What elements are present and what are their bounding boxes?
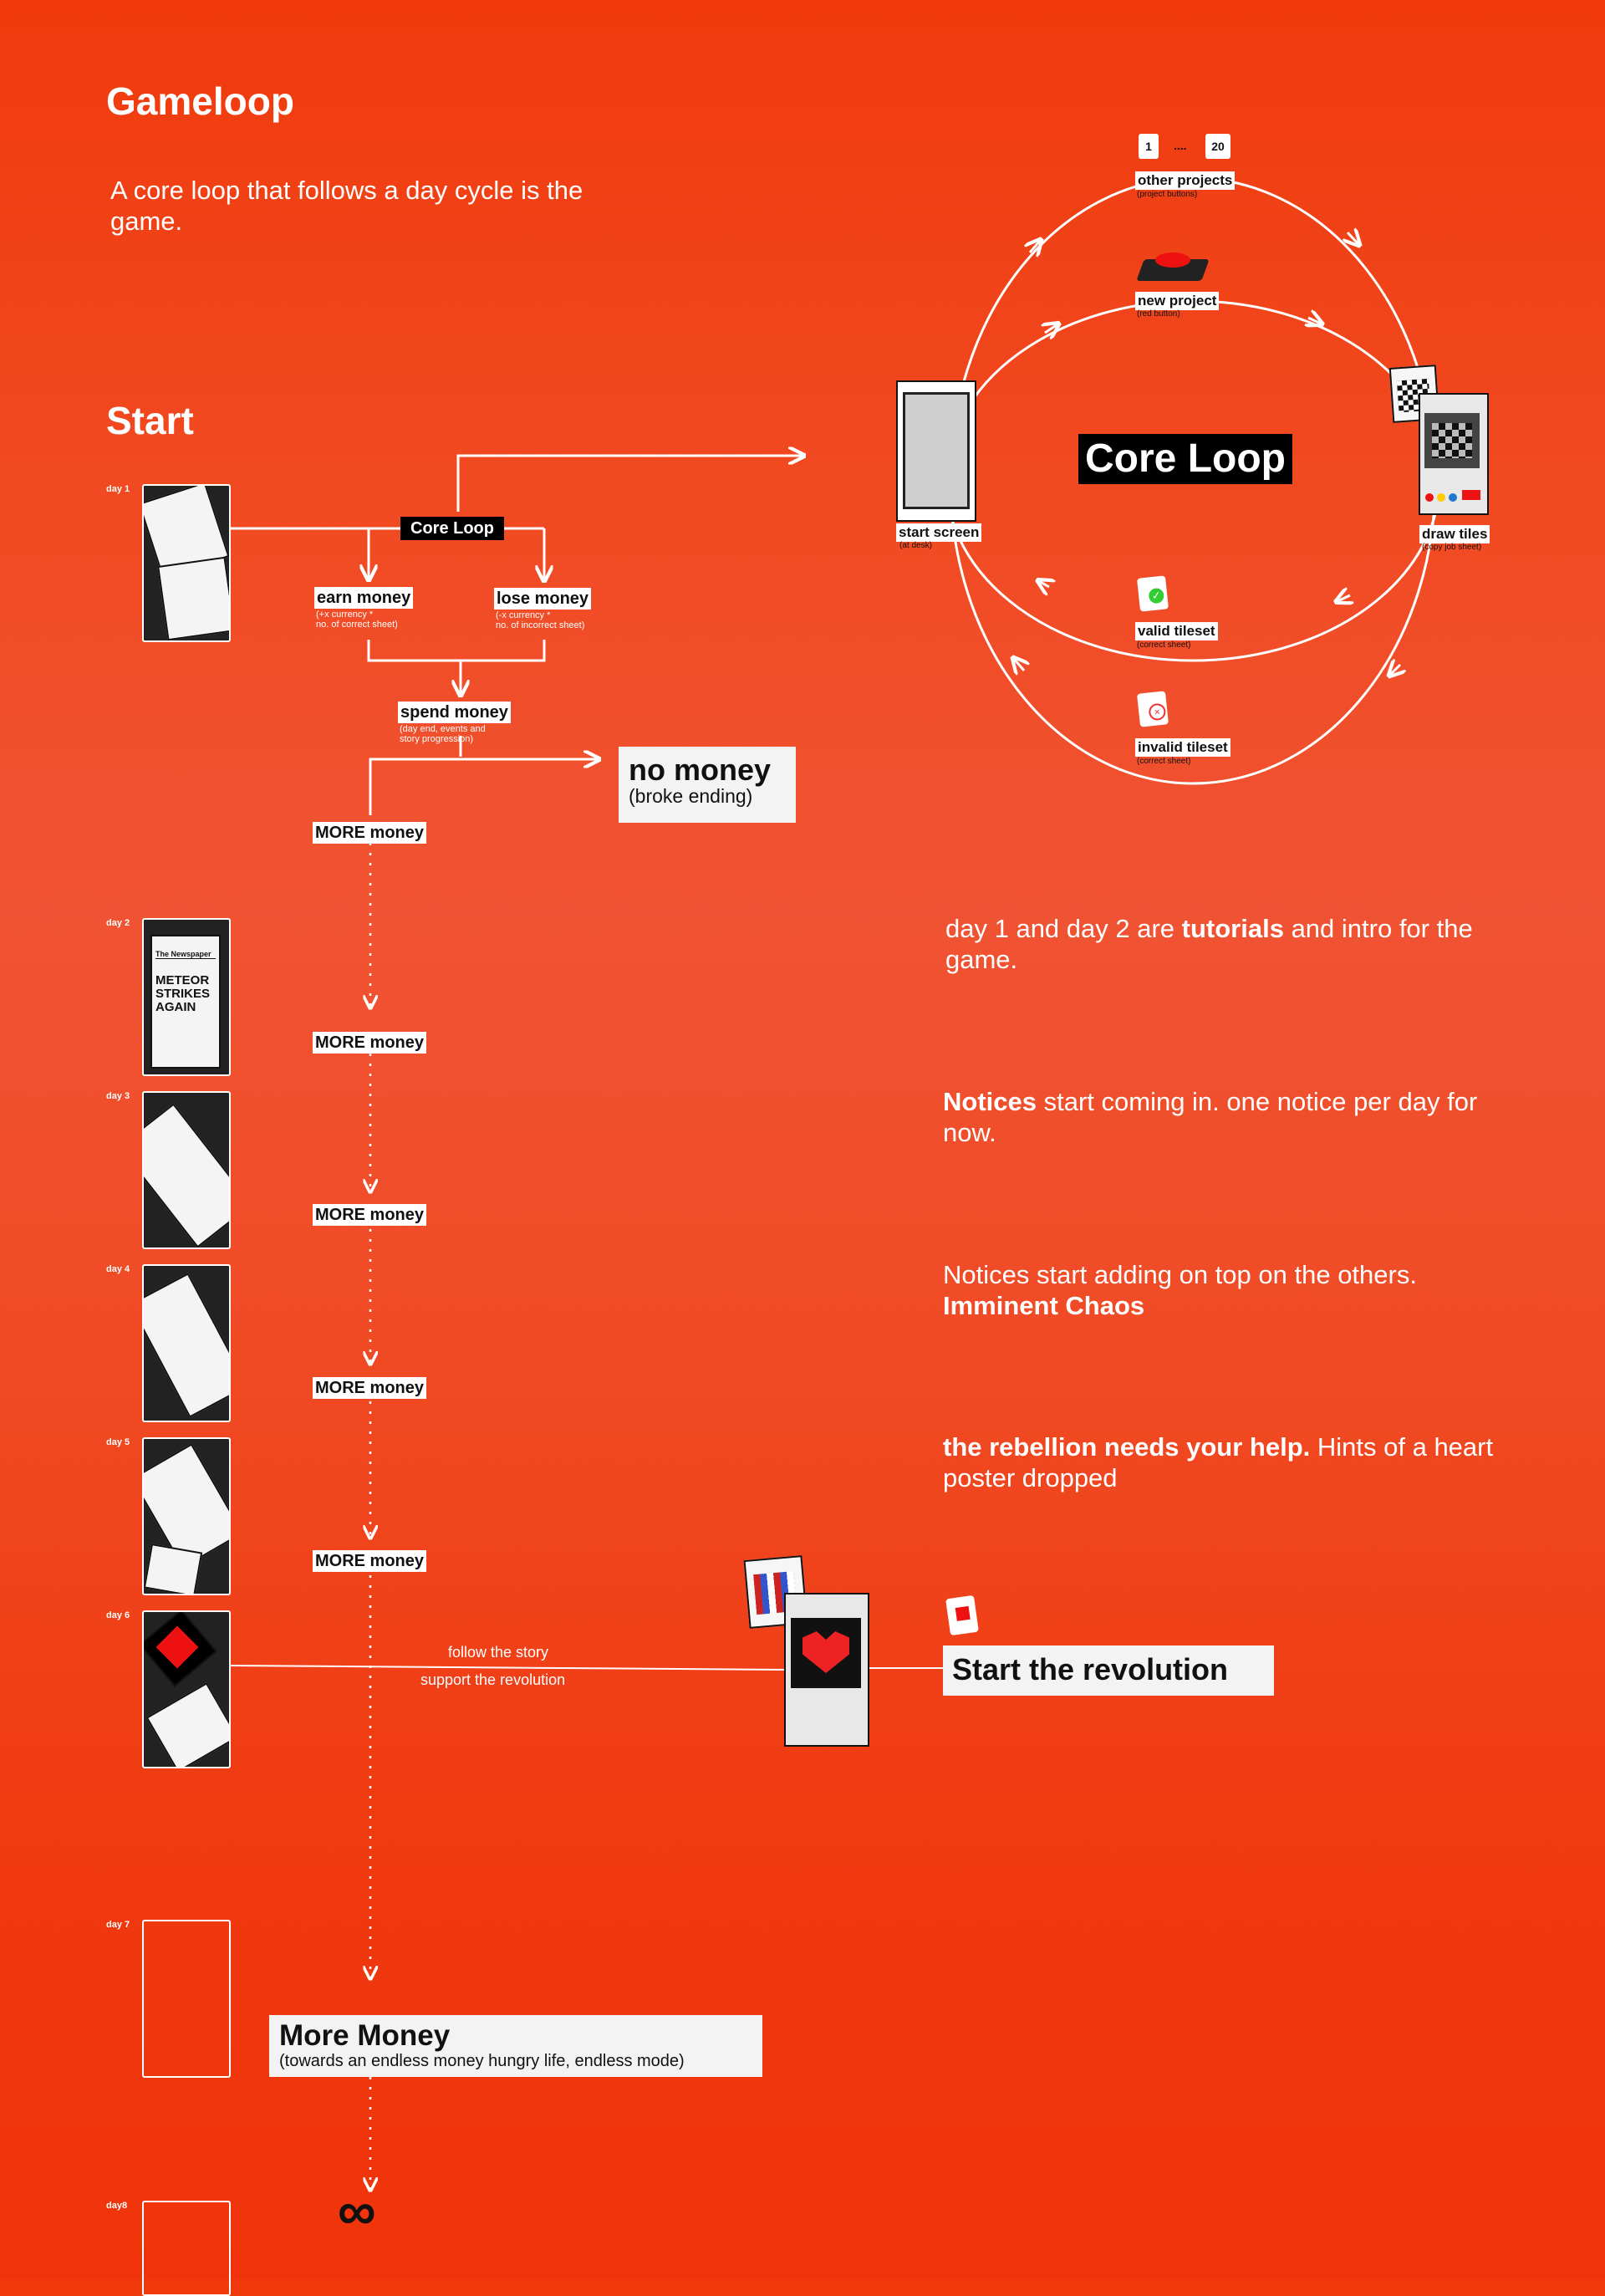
note-tutorials: day 1 and day 2 are tutorials and intro … <box>945 913 1514 975</box>
connector-to-no-money <box>369 759 598 815</box>
more-money-final-note: (towards an endless money hungry life, e… <box>279 2052 685 2070</box>
start-screen-thumbnail <box>896 380 976 522</box>
day-label: day8 <box>106 2201 128 2211</box>
spend-money-label: spend money <box>398 702 511 723</box>
note-notices: Notices start coming in. one notice per … <box>943 1086 1511 1148</box>
connector-to-core-loop <box>456 456 802 512</box>
note-rebellion-post: Hints of a heart poster dropped <box>943 1432 1494 1492</box>
note-chaos: Notices start adding on top on the other… <box>943 1259 1528 1321</box>
draw-tiles-label: draw tiles <box>1419 525 1490 543</box>
new-project-label: new project <box>1135 292 1220 310</box>
support-revolution-label: support the revolution <box>420 1671 566 1688</box>
project-button-last: 20 <box>1205 134 1230 159</box>
day-label: day 4 <box>106 1264 130 1274</box>
note-chaos-bold: Imminent Chaos <box>943 1291 1145 1320</box>
start-screen-sub: (at desk) <box>899 541 932 550</box>
day6-heart-poster-card <box>142 1610 231 1768</box>
draw-tiles-thumbnail <box>1419 393 1489 515</box>
no-money-panel: no money (broke ending) <box>619 747 796 823</box>
spend-money-note: (day end, events and story progression) <box>400 724 486 744</box>
note-chaos-text: Notices start adding on top on the other… <box>943 1260 1417 1289</box>
day2-masthead: The Newspaper <box>155 950 216 959</box>
valid-tileset-label: valid tileset <box>1135 622 1218 640</box>
day-label: day 6 <box>106 1610 130 1620</box>
day-label: day 7 <box>106 1920 130 1930</box>
draw-tiles-sub: (copy job sheet) <box>1422 543 1482 552</box>
core-loop-tag: Core Loop <box>400 517 504 540</box>
lose-money-label: lose money <box>494 588 592 610</box>
day5-newspaper-card <box>142 1437 231 1595</box>
day-label: day 2 <box>106 918 130 928</box>
more-money-label: MORE money <box>313 1032 427 1054</box>
other-projects-label: other projects <box>1135 171 1236 190</box>
earn-money-label: earn money <box>314 587 414 609</box>
more-money-label: MORE money <box>313 1377 427 1399</box>
intro-text: A core loop that follows a day cycle is … <box>110 176 583 236</box>
earn-money-note: (+x currency * no. of correct sheet) <box>316 610 398 630</box>
invalid-cross-icon: × <box>1137 691 1169 727</box>
more-money-final-label: More Money <box>279 2019 451 2052</box>
page-title: Gameloop <box>106 79 294 123</box>
day4-newspaper-card <box>142 1264 231 1422</box>
more-money-label: MORE money <box>313 1204 427 1226</box>
valid-check-icon: ✓ <box>1137 575 1169 612</box>
invalid-tileset-sub: (correct sheet) <box>1137 757 1191 766</box>
connector-day6-revolution <box>230 1665 787 1671</box>
project-button-first: 1 <box>1139 134 1159 159</box>
valid-tileset-sub: (correct sheet) <box>1137 640 1191 650</box>
note-rebellion: the rebellion needs your help. Hints of … <box>943 1431 1495 1493</box>
invalid-tileset-label: invalid tileset <box>1135 738 1230 757</box>
no-money-label: no money <box>629 753 772 787</box>
note-tutorials-post: and intro for the game. <box>945 914 1473 974</box>
more-money-label: MORE money <box>313 822 427 844</box>
day-label: day 5 <box>106 1437 130 1447</box>
new-project-sub: (red button) <box>1137 309 1180 319</box>
note-rebellion-bold: the rebellion needs your help. <box>943 1432 1311 1462</box>
note-notices-post: start coming in. one notice per day for … <box>943 1087 1478 1147</box>
day3-newspaper-card <box>142 1091 231 1249</box>
more-money-label: MORE money <box>313 1550 427 1572</box>
note-tutorials-pre: day 1 and day 2 are <box>945 914 1182 943</box>
no-money-note: (broke ending) <box>629 785 753 807</box>
follow-story-label: follow the story <box>448 1644 549 1661</box>
day7-empty-card <box>142 1920 231 2078</box>
core-loop-title: Core Loop <box>1078 434 1292 484</box>
project-buttons-ellipsis: .... <box>1174 139 1187 152</box>
day-label: day 3 <box>106 1091 130 1101</box>
note-notices-bold: Notices <box>943 1087 1037 1116</box>
day2-headline: METEOR STRIKES AGAIN <box>155 973 211 1014</box>
revolution-drawing-tablet <box>784 1593 869 1747</box>
start-revolution-panel: Start the revolution <box>943 1645 1274 1696</box>
lose-money-note: (-x currency * no. of incorrect sheet) <box>496 610 585 630</box>
note-tutorials-bold: tutorials <box>1181 914 1284 943</box>
red-button-icon <box>1136 249 1210 281</box>
start-heading: Start <box>106 399 194 442</box>
day8-empty-card <box>142 2201 231 2296</box>
day2-newspaper-card: The Newspaper METEOR STRIKES AGAIN <box>142 918 231 1076</box>
other-projects-sub: (project buttons) <box>1137 190 1198 199</box>
connector-merge <box>367 640 546 662</box>
more-money-final-panel: More Money (towards an endless money hun… <box>269 2015 762 2077</box>
infinity-icon: ∞ <box>338 2181 376 2241</box>
day1-newspaper-card <box>142 484 231 642</box>
day-label: day 1 <box>106 484 130 494</box>
start-screen-label: start screen <box>896 523 982 542</box>
revolution-notice-icon <box>945 1594 979 1636</box>
